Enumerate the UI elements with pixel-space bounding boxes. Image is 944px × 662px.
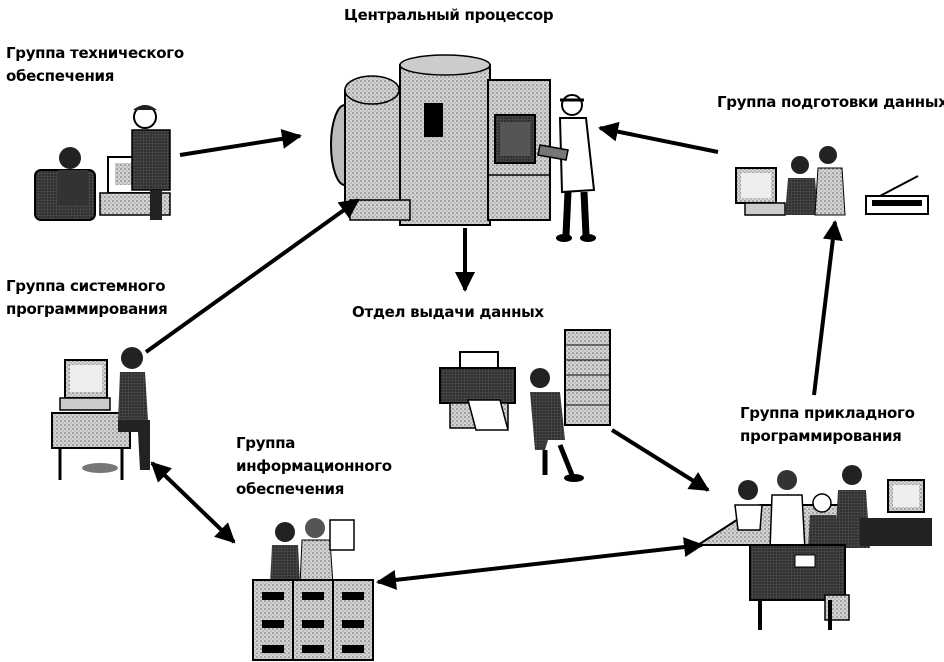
arrow-output-to-app bbox=[610, 428, 710, 492]
mainframe-icon bbox=[330, 54, 551, 226]
arrow-sys-info bbox=[150, 461, 236, 544]
arrow-prep-to-cpu bbox=[598, 121, 719, 154]
arrow-tech-to-cpu bbox=[179, 128, 302, 157]
arrow-app-to-prep bbox=[812, 220, 843, 396]
tech-support-group-label: Группа технического обеспечения bbox=[6, 42, 184, 88]
output-department-icon bbox=[439, 329, 611, 482]
data-prep-group-icon bbox=[735, 146, 929, 216]
label-line: программирования bbox=[740, 427, 902, 445]
label-line: Группа bbox=[236, 434, 296, 452]
data-prep-group-label: Группа подготовки данных bbox=[717, 91, 944, 114]
system-programming-group-label: Группа системного программирования bbox=[6, 275, 168, 321]
label-line: обеспечения bbox=[6, 67, 115, 85]
output-department-label: Отдел выдачи данных bbox=[352, 303, 544, 321]
arrow-sys-to-cpu bbox=[144, 198, 360, 354]
information-support-group-label: Группа информационного обеспечения bbox=[236, 432, 392, 501]
label-line: Группа системного bbox=[6, 277, 166, 295]
label-line: Группа прикладного bbox=[740, 404, 915, 422]
tech-support-group-icon bbox=[34, 105, 171, 221]
applied-programming-group-label: Группа прикладного программирования bbox=[740, 402, 915, 448]
label-line: обеспечения bbox=[236, 480, 345, 498]
label-line: информационного bbox=[236, 457, 392, 475]
label-line: Группа технического bbox=[6, 44, 184, 62]
information-support-group-icon bbox=[252, 518, 374, 661]
central-processor-label: Центральный процессор bbox=[344, 6, 554, 24]
label-line: Группа подготовки данных bbox=[717, 93, 944, 111]
label-line: программирования bbox=[6, 300, 168, 318]
system-programming-group-icon bbox=[51, 347, 150, 480]
applied-programming-group-icon bbox=[694, 465, 932, 630]
arrow-info-app bbox=[376, 537, 704, 590]
operator-icon bbox=[537, 94, 596, 242]
